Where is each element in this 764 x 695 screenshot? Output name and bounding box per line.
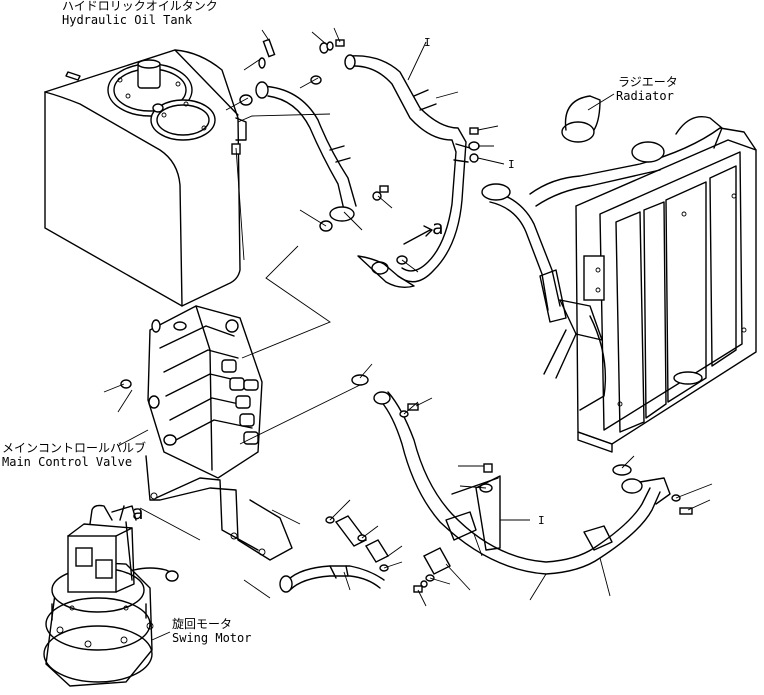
return-line-fittings [351,374,693,593]
tank-label-ja: ハイドロリックオイルタンク [62,0,218,13]
valve-leader [117,429,149,447]
hydraulic-oil-tank [44,49,331,307]
ref-a-top: a [432,217,443,239]
radiator-return-line [373,391,671,575]
ref-a-top-arrow [403,225,433,245]
radiator-label-ja: ラジエータ [618,75,678,89]
tank-suction-hose [255,81,357,222]
radiator-leader [587,93,615,111]
valve-fitting [120,379,132,389]
motor-drain-hose [279,499,403,593]
mark-i-clamp: I [538,514,545,527]
mark-i-top: I [424,36,431,49]
main-control-valve [145,305,293,561]
swing-motor [43,504,179,687]
valve-fitting-leaders [103,383,133,413]
valve-label-en: Main Control Valve [2,455,132,469]
radiator-upper-hose [481,183,567,323]
radiator [529,95,757,453]
radiator-label-en: Radiator [616,89,674,103]
leader-lines-top [225,27,505,273]
radiator-return-hose [344,54,471,289]
mark-i-right: I [508,158,515,171]
ref-a-bottom: a [132,502,143,524]
connection-lines [139,147,363,599]
valve-label-ja: メインコントロールバルブ [2,440,146,455]
motor-label-ja: 旋回モータ [172,617,232,631]
tank-label-en: Hydraulic Oil Tank [62,13,193,27]
top-fittings [239,38,480,265]
motor-leader [151,631,171,641]
motor-label-en: Swing Motor [172,631,251,645]
leader-lines-right [359,363,713,607]
